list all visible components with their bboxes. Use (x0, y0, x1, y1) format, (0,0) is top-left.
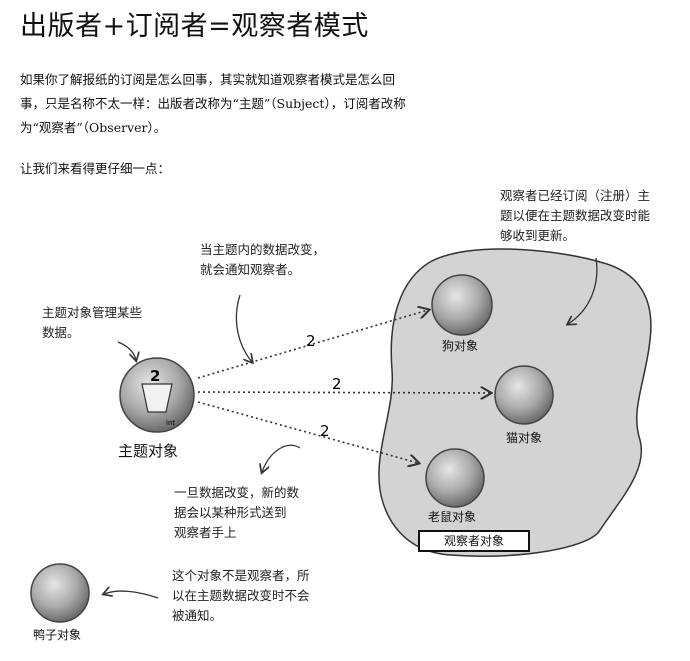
pointer-arrow-subject-manages (117, 341, 136, 360)
mouse-label: 老鼠对象 (428, 510, 477, 524)
note-line: 被通知。 (172, 608, 223, 623)
duck-object-ball (30, 563, 90, 623)
note-line: 观察者手上 (174, 525, 237, 540)
note-line: 这个对象不是观察者，所 (172, 568, 310, 583)
cat-label: 猫对象 (506, 431, 543, 445)
pointer-arrow-observers (568, 257, 598, 324)
pointer-arrow-duck (104, 591, 159, 599)
intro-line-1: 如果你了解报纸的订阅是怎么回事，其实就知道观察者模式是怎么回 (20, 72, 396, 87)
notify-arrow-mouse (197, 401, 418, 463)
note-line: 当主题内的数据改变， (200, 242, 326, 257)
cat-object-ball (494, 365, 554, 425)
intro-line-3: 为“观察者”（Observer）。 (20, 120, 167, 135)
cup-icon (141, 383, 173, 413)
note-line: 主题对象管理某些 (42, 305, 143, 320)
note-subject-manages: 主题对象管理某些 数据。 (42, 303, 142, 343)
note-not-observer: 这个对象不是观察者，所 以在主题数据改变时不会 被通知。 (172, 566, 310, 626)
dog-label: 狗对象 (442, 339, 479, 353)
note-line: 以在主题数据改变时不会 (172, 588, 310, 603)
note-line: 题以便在主题数据改变时能 (500, 208, 651, 223)
lead-text: 让我们来看得更仔细一点： (20, 161, 171, 176)
mouse-object-ball (425, 448, 485, 508)
note-line: 观察者已经订阅（注册）主 (500, 188, 651, 203)
pointer-arrow-new-data (262, 444, 301, 472)
intro-line-2: 事，只是名称不太一样：出版者改称为“主题”（Subject），订阅者改称 (20, 96, 406, 111)
intro-paragraph: 如果你了解报纸的订阅是怎么回事，其实就知道观察者模式是怎么回 事，只是名称不太一… (20, 68, 490, 140)
note-line: 据会以某种形式送到 (174, 505, 287, 520)
note-line: 够收到更新。 (500, 228, 576, 243)
note-line: 一旦数据改变，新的数 (174, 485, 300, 500)
subject-label: 主题对象 (118, 442, 179, 460)
dog-object-ball (431, 274, 493, 336)
note-line: 就会通知观察者。 (200, 262, 301, 277)
page-title: 出版者+订阅者=观察者模式 (20, 11, 369, 42)
subject-value: 2 (150, 367, 160, 385)
cup-label: int (166, 419, 175, 427)
notify-arrow-cat (197, 392, 490, 393)
notify-value-mouse: 2 (320, 422, 330, 440)
observer-objects-box: 观察者对象 (418, 530, 530, 552)
note-new-data: 一旦数据改变，新的数 据会以某种形式送到 观察者手上 (174, 483, 299, 543)
note-line: 数据。 (42, 325, 80, 340)
note-observers-registered: 观察者已经订阅（注册）主 题以便在主题数据改变时能 够收到更新。 (500, 186, 650, 246)
notify-value-cat: 2 (332, 375, 342, 393)
pointer-arrow-subject-change (235, 294, 252, 362)
notify-value-dog: 2 (306, 332, 316, 350)
note-subject-change: 当主题内的数据改变， 就会通知观察者。 (200, 240, 325, 280)
duck-label: 鸭子对象 (33, 628, 82, 642)
